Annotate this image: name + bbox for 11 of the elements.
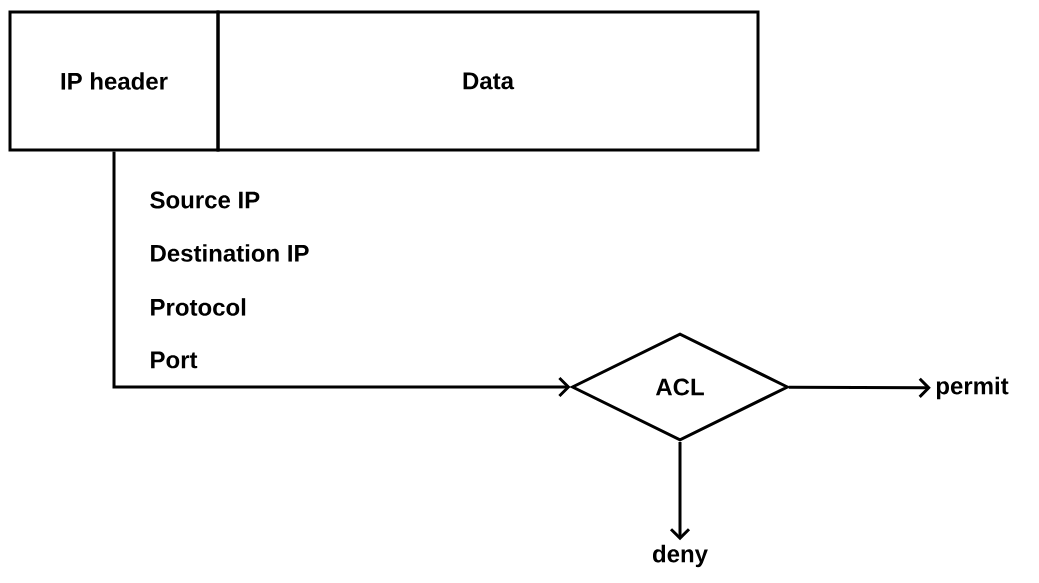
field-label: Destination IP [151, 244, 309, 262]
field-label: Source IP [150, 191, 260, 209]
field-label: Protocol [151, 298, 246, 316]
arrow [788, 377, 931, 398]
packet-field-box: IP header [8, 10, 220, 152]
arrow [112, 151, 571, 398]
result-text: deny [653, 544, 708, 568]
result-text: permit [936, 376, 1009, 400]
packet-field-box: Data [216, 10, 760, 152]
arrow [669, 442, 691, 541]
field-label: Port [151, 351, 198, 369]
